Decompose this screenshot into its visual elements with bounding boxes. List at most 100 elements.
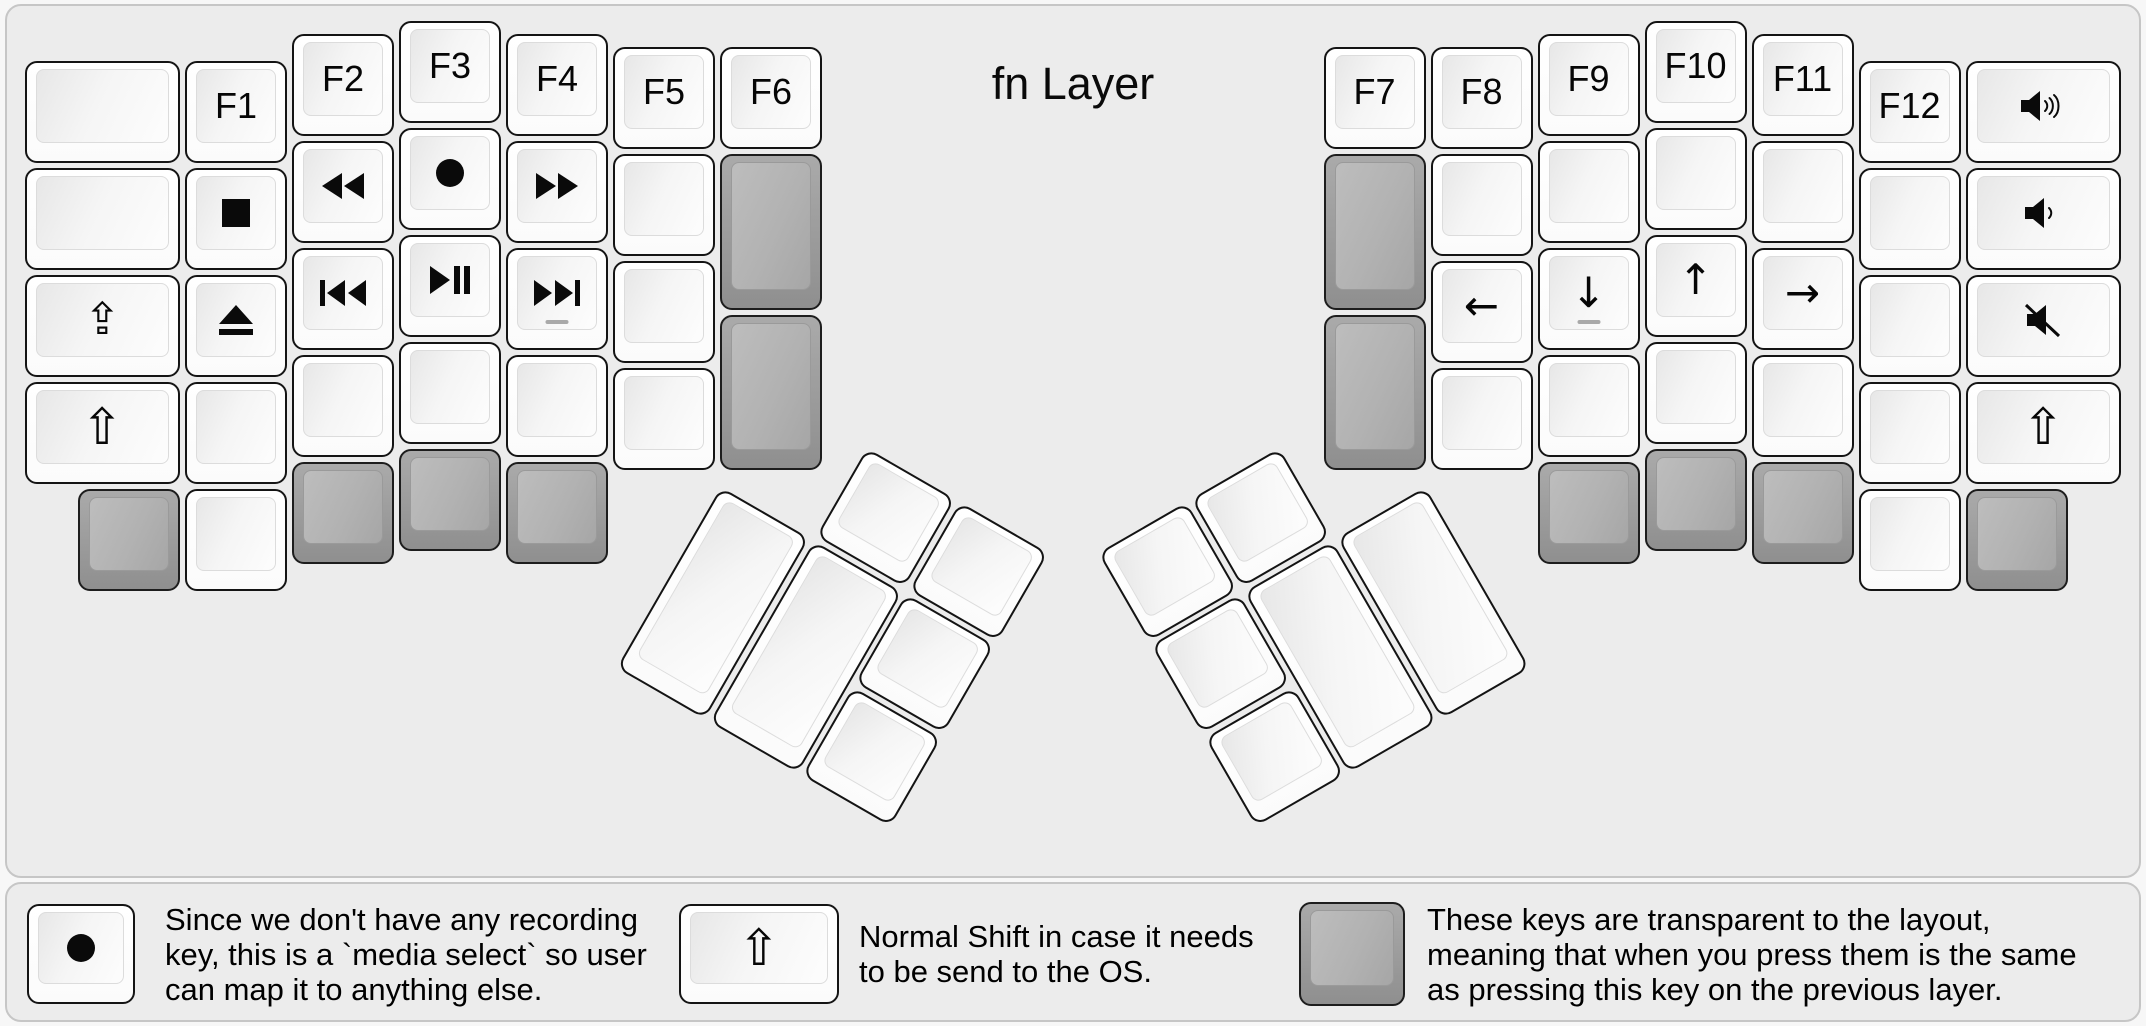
key-media-select[interactable]: [399, 127, 501, 230]
key-blank[interactable]: [1858, 488, 1961, 591]
key-transparent[interactable]: [1644, 448, 1747, 551]
key-f8[interactable]: F8: [1430, 47, 1533, 150]
key-arrow-left[interactable]: ←: [1430, 261, 1533, 364]
keycap-top: [303, 469, 383, 544]
key-blank[interactable]: [1537, 354, 1640, 457]
key-transparent[interactable]: [1965, 488, 2068, 591]
key-label: F1: [214, 84, 257, 126]
key-play-pause[interactable]: [399, 234, 501, 337]
key-fast-forward[interactable]: [506, 140, 608, 243]
keycap-top: F1: [196, 68, 276, 143]
key-f11[interactable]: F11: [1751, 33, 1854, 136]
key-eject[interactable]: [185, 274, 287, 377]
key-label: F3: [428, 44, 471, 86]
key-blank[interactable]: [1430, 368, 1533, 471]
key-blank[interactable]: [24, 60, 180, 163]
keycap-top: F12: [1869, 68, 1950, 143]
key-stop[interactable]: [185, 167, 287, 270]
next-track-icon: [534, 279, 580, 306]
key-blank[interactable]: [1537, 140, 1640, 243]
key-blank[interactable]: [24, 167, 180, 270]
key-transparent[interactable]: [1751, 461, 1854, 564]
keycap-top: [303, 362, 383, 437]
key-transparent[interactable]: [292, 461, 394, 564]
key-rewind[interactable]: [292, 140, 394, 243]
keycap-top: [1334, 162, 1415, 290]
key-blank[interactable]: [185, 488, 287, 591]
key-f12[interactable]: F12: [1858, 60, 1961, 163]
key-blank[interactable]: [613, 154, 715, 257]
keycap-top: [1655, 456, 1736, 531]
key-blank[interactable]: [1858, 167, 1961, 270]
keycap-top: [517, 469, 597, 544]
prev-track-icon: [320, 279, 366, 306]
keycap-top: [1869, 282, 1950, 357]
key-blank[interactable]: [1644, 341, 1747, 444]
key-transparent[interactable]: [506, 461, 608, 564]
keycap-top: [731, 322, 811, 451]
key-volume-down[interactable]: [1965, 167, 2121, 270]
key-shift[interactable]: ⇧: [24, 381, 180, 484]
legend-text: These keys are transparent to the layout…: [1427, 901, 2077, 1007]
key-transparent[interactable]: [1323, 154, 1426, 310]
keycap-top: [410, 135, 490, 210]
keycap-top: [303, 255, 383, 330]
key-transparent[interactable]: [720, 314, 822, 471]
key-prev-track[interactable]: [292, 247, 394, 350]
key-f7[interactable]: F7: [1323, 47, 1426, 150]
key-blank[interactable]: [292, 354, 394, 457]
key-transparent[interactable]: [1537, 461, 1640, 564]
key-arrow-up[interactable]: ↑: [1644, 234, 1747, 337]
homing-bar: [1577, 319, 1600, 324]
keycap-top: [1548, 362, 1629, 437]
key-caps-lock[interactable]: ⇪: [24, 274, 180, 377]
key-label: F5: [642, 71, 685, 113]
key-volume-up[interactable]: [1965, 60, 2121, 163]
volume-down-icon: [2023, 196, 2063, 230]
key-shift[interactable]: ⇧: [1965, 381, 2121, 484]
key-transparent[interactable]: [78, 488, 180, 591]
record-icon: [435, 158, 465, 188]
key-blank[interactable]: [1751, 354, 1854, 457]
key-f5[interactable]: F5: [613, 47, 715, 150]
key-next-track[interactable]: [506, 247, 608, 350]
key-blank[interactable]: [399, 341, 501, 444]
key-transparent[interactable]: [720, 154, 822, 310]
legend-panel: Since we don't have any recording key, t…: [5, 882, 2141, 1022]
mute-icon: [2021, 302, 2065, 338]
key-f4[interactable]: F4: [506, 33, 608, 136]
key-arrow-right[interactable]: →: [1751, 247, 1854, 350]
keycap-top: [410, 242, 490, 317]
key-blank[interactable]: [1751, 140, 1854, 243]
key-f9[interactable]: F9: [1537, 33, 1640, 136]
key-blank[interactable]: [1430, 154, 1533, 257]
keycap-top: [517, 362, 597, 437]
key-blank[interactable]: [613, 368, 715, 471]
key-arrow-down[interactable]: ↓: [1537, 247, 1640, 350]
key-blank[interactable]: [1858, 274, 1961, 377]
key-mute[interactable]: [1965, 274, 2121, 377]
key-transparent[interactable]: [399, 448, 501, 551]
key-blank[interactable]: [1644, 127, 1747, 230]
key-label: ↓: [1570, 267, 1607, 317]
key-f3[interactable]: F3: [399, 20, 501, 123]
keycap-top: F8: [1441, 55, 1522, 130]
key-transparent[interactable]: [1323, 314, 1426, 471]
keycap-top: [35, 175, 169, 250]
key-f10[interactable]: F10: [1644, 20, 1747, 123]
key-f6[interactable]: F6: [720, 47, 822, 150]
keycap-top: F2: [303, 41, 383, 116]
keycap-top: [196, 175, 276, 250]
legend-item: Since we don't have any recording key, t…: [27, 884, 647, 1024]
keycap-top: ⇧: [690, 912, 828, 984]
key-blank[interactable]: [613, 261, 715, 364]
keycap-top: [410, 349, 490, 424]
key-f1[interactable]: F1: [185, 60, 287, 163]
key-blank[interactable]: [185, 381, 287, 484]
legend-sample-key: ⇧: [679, 904, 839, 1004]
key-f2[interactable]: F2: [292, 33, 394, 136]
key-blank[interactable]: [1858, 381, 1961, 484]
key-label: ↑: [1677, 254, 1714, 304]
key-blank[interactable]: [506, 354, 608, 457]
key-label: →: [1784, 267, 1821, 317]
